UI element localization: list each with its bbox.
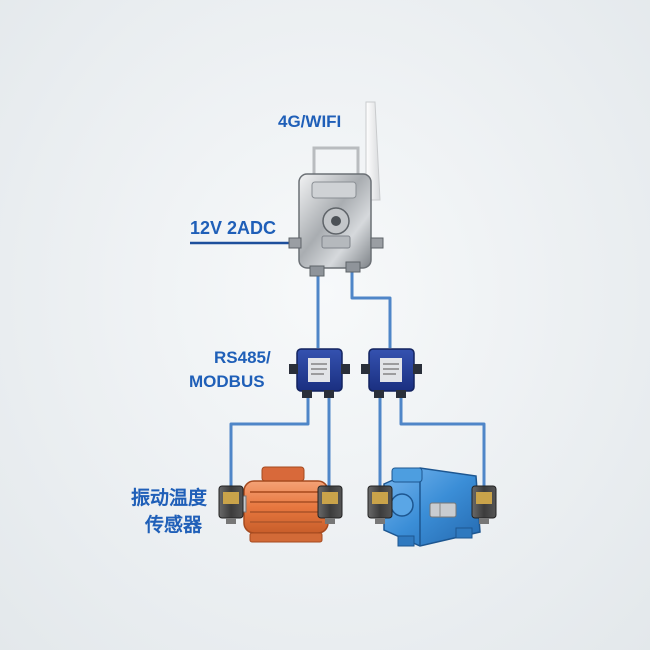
junction-box-left (289, 348, 350, 398)
bus-label-line2: MODBUS (189, 372, 265, 391)
junction-box-right (361, 348, 422, 398)
vibration-sensor-d (471, 485, 497, 524)
electric-motor (235, 466, 329, 543)
gateway-box (288, 146, 384, 277)
vibration-sensor-a (218, 485, 244, 524)
cable-left-junction-to-sensor-a (229, 392, 310, 488)
cable-gateway-to-right-junction (350, 270, 392, 348)
gearbox (383, 467, 481, 547)
vibration-sensor-c (367, 485, 393, 524)
bus-label-line1: RS485/ (214, 348, 271, 367)
vibration-sensor-b (317, 485, 343, 524)
cable-right-junction-to-sensor-d (399, 392, 486, 488)
antenna (365, 101, 381, 201)
gateway-handle (312, 146, 360, 176)
sensor-label-line2: 传感器 (145, 514, 203, 536)
power-label: 12V 2ADC (190, 218, 277, 238)
sensor-label-line1: 振动温度 (131, 487, 208, 509)
wireless-label: 4G/WIFI (278, 112, 342, 131)
cables (229, 270, 486, 488)
